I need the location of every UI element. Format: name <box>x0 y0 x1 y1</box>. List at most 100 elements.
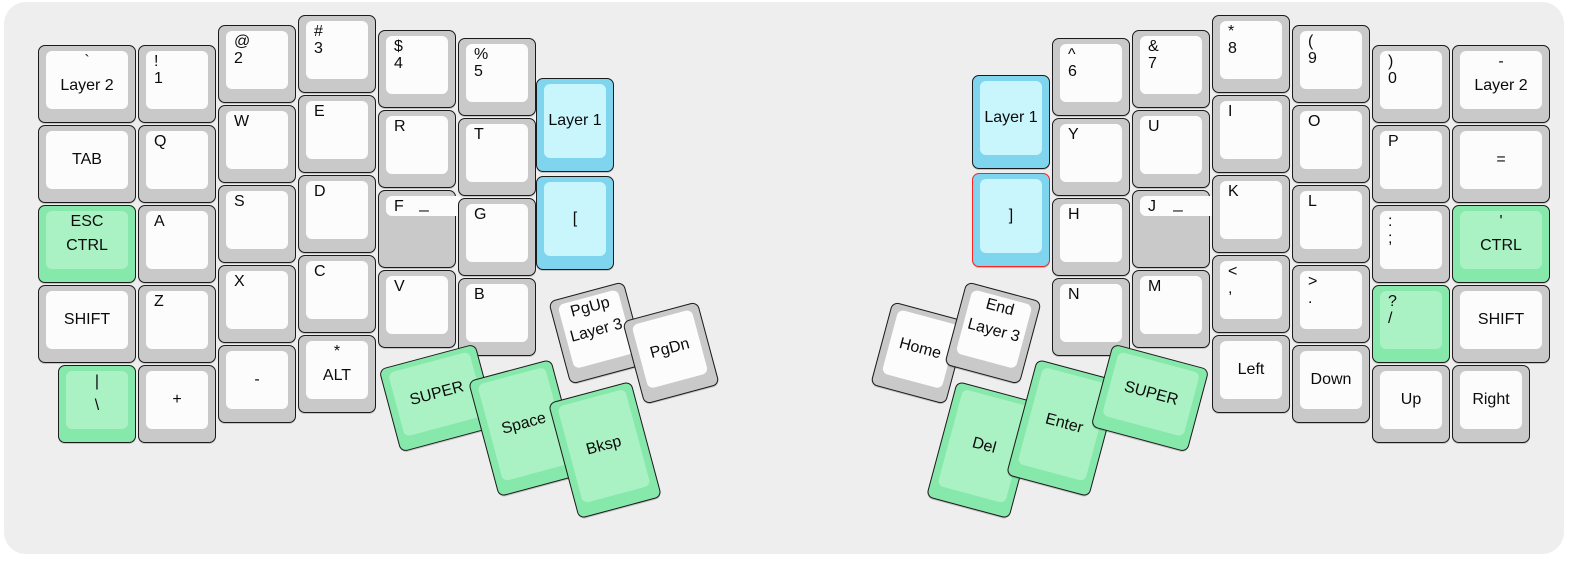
legend-top-r-quote-ctrl: ' <box>1499 213 1503 230</box>
legend-main-r-dash-layer2: Layer 2 <box>1474 76 1528 94</box>
legend-top-r-colon-semi: : <box>1388 213 1393 230</box>
legend-main-r-gt-period: . <box>1308 289 1313 307</box>
key-r-colon-semi[interactable]: :; <box>1372 205 1450 283</box>
key-r-right[interactable]: Right <box>1452 365 1530 443</box>
keycap-r-n: N <box>1060 284 1122 342</box>
key-r-caret-6[interactable]: ^6 <box>1052 38 1130 116</box>
key-l-d[interactable]: D <box>298 175 376 253</box>
keycap-r-shift: SHIFT <box>1460 291 1542 349</box>
keycap-r-super: SUPER <box>1101 351 1201 437</box>
key-l-s[interactable]: S <box>218 185 296 263</box>
key-l-g[interactable]: G <box>458 198 536 276</box>
keycap-r-lparen-9: (9 <box>1300 31 1362 89</box>
keycap-r-equal: = <box>1460 131 1542 189</box>
legend-main-r-super: SUPER <box>1122 378 1181 409</box>
key-r-lparen-9[interactable]: (9 <box>1292 25 1370 103</box>
keycap-r-quote-ctrl: 'CTRL <box>1460 211 1542 269</box>
keycap-r-rparen-0: )0 <box>1380 51 1442 109</box>
key-r-lt-comma[interactable]: <, <box>1212 255 1290 333</box>
legend-main-r-caret-6: 6 <box>1068 62 1077 80</box>
legend-top-r-star-8: * <box>1228 23 1235 40</box>
key-l-z[interactable]: Z <box>138 285 216 363</box>
key-r-h[interactable]: H <box>1052 198 1130 276</box>
key-l-b[interactable]: B <box>458 278 536 356</box>
legend-top-r-p: P <box>1388 133 1399 150</box>
legend-main-r-down: Down <box>1310 370 1352 388</box>
key-r-k[interactable]: K <box>1212 175 1290 253</box>
keycap-r-star-8: *8 <box>1220 21 1282 79</box>
key-r-amp-7[interactable]: &7 <box>1132 30 1210 108</box>
key-l-q[interactable]: Q <box>138 125 216 203</box>
key-l-lbracket[interactable]: [ <box>536 176 614 270</box>
key-r-dash-layer2[interactable]: -Layer 2 <box>1452 45 1550 123</box>
keycap-r-y: Y <box>1060 124 1122 182</box>
key-r-question-slash[interactable]: ?/ <box>1372 285 1450 363</box>
keycap-l-lbracket: [ <box>544 182 606 256</box>
legend-top-r-end-layer3: End <box>983 295 1016 320</box>
keycap-l-pipe-backslash: |\ <box>66 371 128 429</box>
key-r-rbracket[interactable]: ] <box>972 173 1050 267</box>
key-r-l[interactable]: L <box>1292 185 1370 263</box>
key-r-up[interactable]: Up <box>1372 365 1450 443</box>
key-r-left[interactable]: Left <box>1212 335 1290 413</box>
key-l-tab[interactable]: TAB <box>38 125 136 203</box>
key-r-shift[interactable]: SHIFT <box>1452 285 1550 363</box>
key-l-pipe-backslash[interactable]: |\ <box>58 365 136 443</box>
legend-main-r-up: Up <box>1400 390 1422 408</box>
keycap-r-o: O <box>1300 111 1362 169</box>
key-r-m[interactable]: M <box>1132 270 1210 348</box>
key-l-percent-5[interactable]: %5 <box>458 38 536 116</box>
key-r-p[interactable]: P <box>1372 125 1450 203</box>
legend-top-r-m: M <box>1148 278 1162 295</box>
key-l-layer1[interactable]: Layer 1 <box>536 78 614 172</box>
key-l-t[interactable]: T <box>458 118 536 196</box>
key-l-v[interactable]: V <box>378 270 456 348</box>
keycap-r-colon-semi: :; <box>1380 211 1442 269</box>
key-l-excl-1[interactable]: !1 <box>138 45 216 123</box>
key-r-down[interactable]: Down <box>1292 345 1370 423</box>
keycap-r-home: Home <box>881 309 959 390</box>
legend-main-r-lparen-9: 9 <box>1308 49 1317 67</box>
key-r-y[interactable]: Y <box>1052 118 1130 196</box>
key-r-layer1[interactable]: Layer 1 <box>972 75 1050 169</box>
legend-main-r-rbracket: ] <box>1008 206 1014 224</box>
key-l-e[interactable]: E <box>298 95 376 173</box>
key-r-star-8[interactable]: *8 <box>1212 15 1290 93</box>
key-l-c[interactable]: C <box>298 255 376 333</box>
keycap-l-percent-5: %5 <box>466 44 528 102</box>
key-l-w[interactable]: W <box>218 105 296 183</box>
key-r-j[interactable]: J_ <box>1132 190 1216 268</box>
key-r-quote-ctrl[interactable]: 'CTRL <box>1452 205 1550 283</box>
key-r-rparen-0[interactable]: )0 <box>1372 45 1450 123</box>
legend-main-r-shift: SHIFT <box>1477 310 1525 328</box>
keycap-r-l: L <box>1300 191 1362 249</box>
keycap-r-rbracket: ] <box>980 179 1042 253</box>
key-l-r[interactable]: R <box>378 110 456 188</box>
key-r-o[interactable]: O <box>1292 105 1370 183</box>
legend-main-r-question-slash: / <box>1388 309 1393 327</box>
legend-main-r-end-layer3: Layer 3 <box>965 315 1022 346</box>
key-l-dollar-4[interactable]: $4 <box>378 30 456 108</box>
keycap-r-u: U <box>1140 116 1202 174</box>
key-r-super[interactable]: SUPER <box>1090 343 1210 453</box>
legend-top-r-gt-period: > <box>1308 273 1318 290</box>
keycap-r-down: Down <box>1300 351 1362 409</box>
legend-main-r-right: Right <box>1472 390 1510 408</box>
legend-top-r-caret-6: ^ <box>1068 46 1076 63</box>
keycap-r-caret-6: ^6 <box>1060 44 1122 102</box>
key-l-plus[interactable]: + <box>138 365 216 443</box>
key-r-gt-period[interactable]: >. <box>1292 265 1370 343</box>
legend-main-r-equal: = <box>1496 150 1506 168</box>
key-l-shift[interactable]: SHIFT <box>38 285 136 363</box>
key-r-i[interactable]: I <box>1212 95 1290 173</box>
key-r-equal[interactable]: = <box>1452 125 1550 203</box>
legend-main-r-lt-comma: , <box>1228 279 1233 297</box>
key-r-n[interactable]: N <box>1052 278 1130 356</box>
key-r-u[interactable]: U <box>1132 110 1210 188</box>
keycap-r-j: J_ <box>1140 194 1216 216</box>
keycap-r-amp-7: &7 <box>1140 36 1202 94</box>
legend-top-r-rparen-0: ) <box>1388 53 1394 70</box>
